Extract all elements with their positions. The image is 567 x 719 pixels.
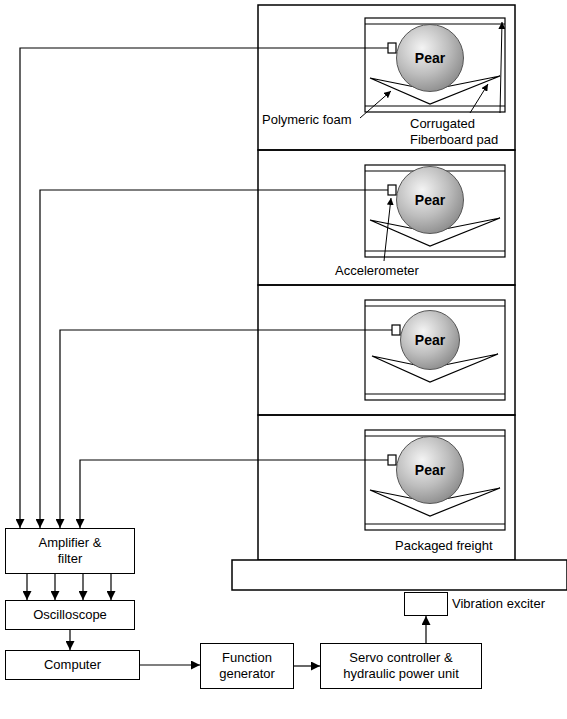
fiberboard-tray [365, 430, 505, 530]
signal-connector [54, 574, 55, 600]
vibration-table [232, 560, 567, 590]
signal-connector [110, 574, 111, 600]
part-label: Corrugated Fiberboard pad [410, 116, 510, 148]
node-text: Servo controller & hydraulic power unit [327, 650, 475, 682]
pear-circle: Pear [396, 436, 464, 504]
node-text: Pear [415, 462, 445, 478]
fiberboard-pad [365, 393, 505, 394]
signal-connector [20, 48, 396, 528]
pear-circle: Pear [396, 24, 464, 92]
equipment-box: Vibration exciter [404, 592, 448, 616]
fiberboard-tray [365, 300, 505, 400]
accelerometer [388, 43, 396, 53]
node-text: Amplifier & filter [38, 535, 102, 567]
signal-connector [425, 616, 426, 643]
node-text: Pear [415, 50, 445, 66]
node-text: Function generator [207, 650, 287, 682]
signal-connector [140, 664, 200, 665]
part-label: Accelerometer [335, 263, 427, 279]
package-box [258, 285, 515, 415]
package-box [258, 415, 515, 560]
node-text: Vibration exciter [452, 596, 545, 612]
fiberboard-pad [365, 305, 505, 306]
fiberboard-pad [365, 523, 505, 524]
signal-connector [26, 574, 27, 600]
node-text: Computer [44, 657, 101, 673]
equipment-box: Oscilloscope [5, 600, 135, 630]
signal-connector [60, 330, 400, 528]
pear-circle: Pear [400, 310, 460, 370]
accelerometer [388, 185, 396, 195]
leader-line [360, 91, 391, 118]
signal-connector [69, 630, 70, 650]
leader-line [500, 22, 502, 113]
part-label: Packaged freight [395, 538, 513, 554]
equipment-box: Amplifier & filter [5, 528, 135, 574]
package-box [258, 5, 515, 150]
pear-circle: Pear [396, 166, 464, 234]
signal-connector [80, 460, 396, 528]
signal-connector [294, 665, 320, 666]
fiberboard-pad [365, 250, 505, 251]
leader-line [384, 198, 391, 261]
package-box [258, 150, 515, 285]
fiberboard-pad [365, 105, 505, 106]
fiberboard-tray [365, 18, 505, 112]
accelerometer [392, 325, 400, 335]
node-text: Oscilloscope [33, 607, 107, 623]
equipment-box: Function generator [200, 643, 294, 689]
accelerometer [388, 455, 396, 465]
leader-line [470, 84, 488, 113]
signal-connector [82, 574, 83, 600]
part-label: Polymeric foam [262, 112, 360, 128]
node-text: Pear [415, 332, 445, 348]
equipment-box: Computer [5, 650, 140, 680]
equipment-box: Servo controller & hydraulic power unit [320, 643, 482, 689]
node-text: Pear [415, 192, 445, 208]
signal-connector [40, 190, 396, 528]
